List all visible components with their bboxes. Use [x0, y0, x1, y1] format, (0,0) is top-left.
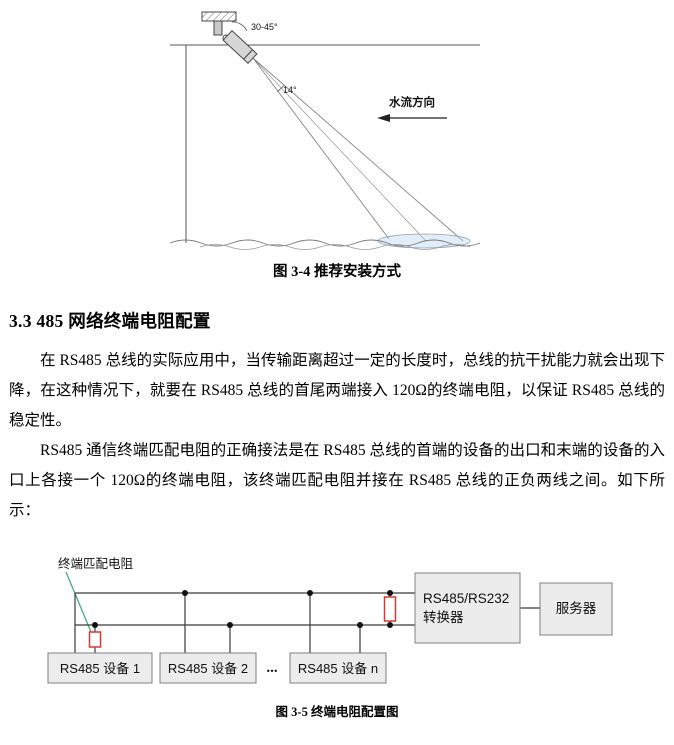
converter-box: RS485/RS232 转换器 — [414, 572, 521, 644]
mount-angle-arc — [231, 21, 248, 32]
mount-angle-label: 30-45° — [251, 22, 278, 32]
paragraph-2: RS485 通信终端匹配电阻的正确接法是在 RS485 总线的首端的设备的出口和… — [9, 442, 665, 519]
device-box-2: RS485 设备 2 — [159, 652, 257, 684]
server-label: 服务器 — [556, 601, 597, 616]
water-surface-wave-secondary — [199, 244, 471, 250]
device-2-label: RS485 设备 2 — [168, 661, 248, 676]
beam-angle-label: 14° — [283, 85, 297, 95]
terminal-resistor-right-icon — [383, 596, 397, 622]
figure-installation-diagram: 30-45° 14° 水流方向 — [169, 11, 481, 250]
document-page: 30-45° 14° 水流方向 图 3-4 推荐安装方式 3.3 485 网络终… — [9, 11, 665, 719]
beam-lines — [252, 57, 464, 242]
device-n-label: RS485 设备 n — [298, 661, 378, 676]
flow-direction-label: 水流方向 — [389, 95, 435, 109]
junction-dots — [92, 590, 393, 628]
section-heading: 3.3 485 网络终端电阻配置 — [9, 311, 211, 331]
converter-label-line2: 转换器 — [423, 610, 464, 625]
server-box: 服务器 — [539, 582, 613, 636]
resistor-pointer-line — [65, 571, 92, 633]
figure-terminal-resistor-diagram: 终端匹配电阻 — [47, 556, 613, 684]
sensor-mount-icon — [201, 11, 258, 65]
flow-direction-arrow — [377, 114, 447, 122]
terminal-resistor-left-icon — [88, 631, 102, 648]
device-box-n: RS485 设备 n — [289, 652, 387, 684]
devices-ellipsis: ... — [266, 660, 278, 676]
figure-3-5-caption: 图 3-5 终端电阻配置图 — [275, 705, 399, 719]
figure-3-4-caption: 图 3-4 推荐安装方式 — [272, 264, 402, 280]
resistor-pointer-label: 终端匹配电阻 — [58, 556, 134, 571]
beam-angle-arc — [277, 85, 285, 92]
converter-label-line1: RS485/RS232 — [423, 591, 509, 606]
device-box-1: RS485 设备 1 — [47, 652, 153, 684]
device-1-label: RS485 设备 1 — [60, 661, 140, 676]
paragraph-1: 在 RS485 总线的实际应用中，当传输距离超过一定的长度时，总线的抗干扰能力就… — [9, 352, 665, 429]
bus-wires — [74, 592, 540, 653]
